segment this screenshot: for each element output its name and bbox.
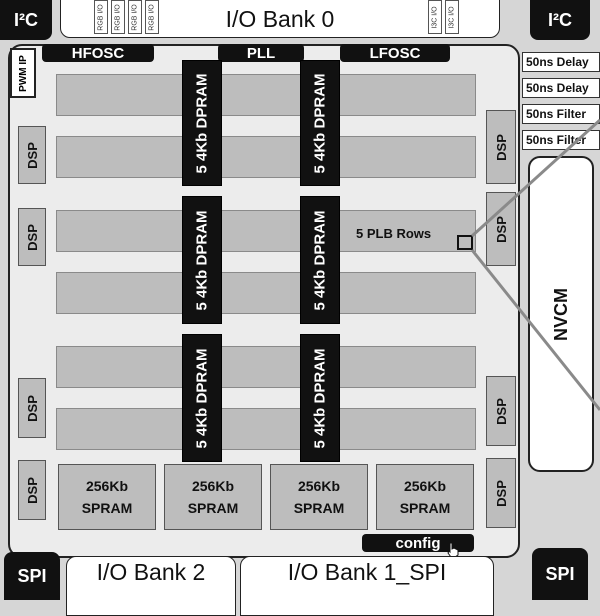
rgb-io-pin: RGB I/O: [128, 0, 142, 34]
dpram-block: 5 4Kb DPRAM: [182, 334, 222, 462]
plb-rows-label: 5 PLB Rows: [356, 226, 432, 241]
rgb-io-pin: RGB I/O: [111, 0, 125, 34]
io-bank-2-label: I/O Bank 2: [96, 559, 206, 585]
delay-block: 50ns Delay: [522, 78, 600, 98]
plb-row: [56, 272, 476, 314]
spi-block-right: SPI: [532, 548, 588, 600]
config-block: config: [362, 534, 474, 552]
io-bank-1-label: I/O Bank 1_SPI: [287, 559, 447, 585]
hfosc-block: HFOSC: [42, 44, 154, 62]
pwm-ip-block: PWM IP: [10, 48, 36, 98]
dsp-block: DSP: [18, 208, 46, 266]
io-bank-1-spi: I/O Bank 1_SPI: [240, 556, 494, 616]
dsp-block: DSP: [18, 460, 46, 520]
cursor-hand-icon: [446, 542, 460, 558]
dsp-block: DSP: [18, 378, 46, 438]
plb-row: [56, 346, 476, 388]
plb-row: [56, 74, 476, 116]
plb-row: [56, 408, 476, 450]
i2c-block-right: I²C: [530, 0, 590, 40]
dsp-block: DSP: [486, 376, 516, 446]
nvcm-label: NVCM: [550, 287, 571, 341]
dsp-block: DSP: [486, 458, 516, 528]
plb-row: [56, 136, 476, 178]
i3c-io-pin: I3C I/O: [445, 0, 459, 34]
dpram-block: 5 4Kb DPRAM: [300, 334, 340, 462]
io-bank-0-label: I/O Bank 0: [225, 5, 335, 32]
rgb-io-pin: RGB I/O: [145, 0, 159, 34]
dpram-block: 5 4Kb DPRAM: [182, 196, 222, 324]
io-bank-2: I/O Bank 2: [66, 556, 236, 616]
plb-cell-highlight: [457, 235, 473, 250]
i2c-block-left: I²C: [0, 0, 52, 40]
rgb-io-pin: RGB I/O: [94, 0, 108, 34]
filter-block: 50ns Filter: [522, 104, 600, 124]
dsp-block: DSP: [486, 110, 516, 184]
i3c-io-pin: I3C I/O: [428, 0, 442, 34]
dpram-block: 5 4Kb DPRAM: [300, 196, 340, 324]
filter-block: 50ns Filter: [522, 130, 600, 150]
lfosc-block: LFOSC: [340, 44, 450, 62]
pll-block: PLL: [218, 44, 304, 62]
nvcm-block: NVCM: [528, 156, 594, 472]
dpram-block: 5 4Kb DPRAM: [182, 60, 222, 186]
plb-row: [56, 210, 476, 252]
dpram-block: 5 4Kb DPRAM: [300, 60, 340, 186]
dsp-block: DSP: [486, 192, 516, 266]
spi-block-left: SPI: [4, 552, 60, 600]
delay-block: 50ns Delay: [522, 52, 600, 72]
pwm-ip-label: PWM IP: [17, 54, 29, 92]
dsp-block: DSP: [18, 126, 46, 184]
